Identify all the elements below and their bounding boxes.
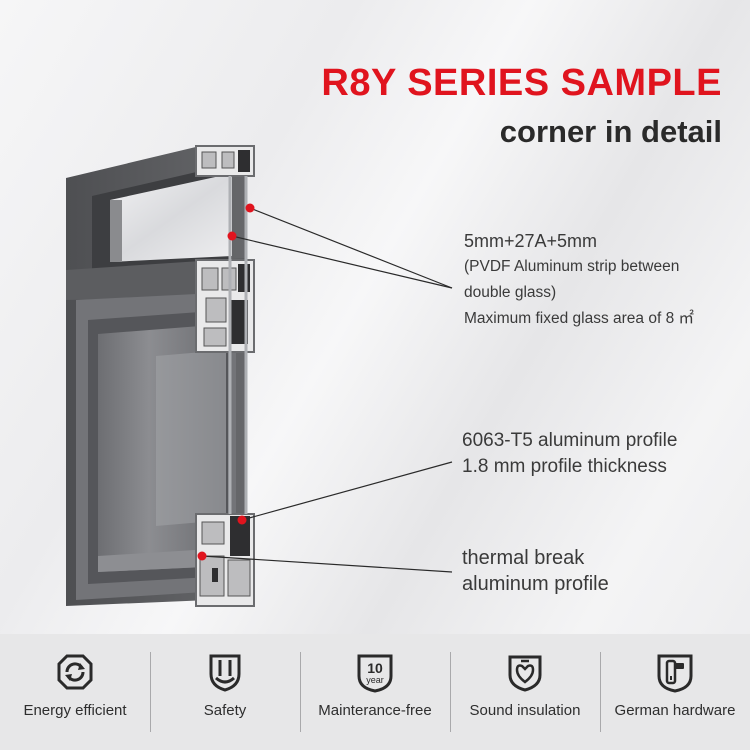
top-glass: [110, 176, 232, 262]
feature-german-hardware: German hardware: [600, 634, 750, 750]
bottom-profile-section: [195, 513, 255, 607]
leader-lines: [201, 207, 453, 573]
top-profile-section: [195, 145, 255, 177]
thermal-line1: thermal break: [462, 547, 585, 569]
safety-shield-icon: [209, 654, 241, 692]
glass-callout: 5mm+27A+5mm (PVDF Aluminum strip between…: [464, 228, 694, 332]
glass-marker-1: [245, 203, 255, 213]
feature-bar: Energy efficient Safety 10 year Maintera…: [0, 634, 750, 750]
feature-safety: Safety: [150, 634, 300, 750]
window-corner-illustration: [66, 145, 453, 607]
energy-efficient-icon: [57, 654, 93, 690]
feature-maintenance-free: 10 year Mainterance-free: [300, 634, 450, 750]
glass-marker-2: [227, 231, 237, 241]
profile-thickness: 1.8 mm profile thickness: [462, 456, 667, 477]
badge-unit: year: [366, 675, 384, 685]
glass-area-note: Maximum fixed glass area of 8 ㎡: [464, 310, 695, 327]
page-title: R8Y SERIES SAMPLE: [321, 62, 722, 104]
callout-markers: [197, 203, 255, 561]
profile-marker: [237, 515, 247, 525]
sound-insulation-icon: [508, 655, 542, 692]
feature-label: Energy efficient: [23, 702, 127, 719]
glass-strip-note: (PVDF Aluminum strip between: [464, 258, 680, 275]
page-subtitle: corner in detail: [499, 114, 722, 149]
german-hardware-icon: [657, 654, 693, 693]
thermal-callout: thermal break aluminum profile: [462, 545, 609, 597]
badge-number: 10: [367, 660, 383, 676]
profile-callout: 6063-T5 aluminum profile 1.8 mm profile …: [462, 428, 677, 480]
feature-label: German hardware: [614, 702, 736, 719]
feature-label: Safety: [203, 702, 247, 719]
thermal-marker: [197, 551, 207, 561]
feature-sound-insulation: Sound insulation: [450, 634, 600, 750]
profile-alloy: 6063-T5 aluminum profile: [462, 430, 678, 451]
thermal-line2: aluminum profile: [462, 573, 609, 595]
feature-label: Mainterance-free: [318, 702, 432, 719]
feature-energy-efficient: Energy efficient: [0, 634, 150, 750]
ten-year-icon: 10 year: [357, 654, 393, 693]
glass-strip-note-cont: double glass): [464, 284, 557, 301]
feature-label: Sound insulation: [469, 702, 581, 719]
glass-spec: 5mm+27A+5mm: [464, 231, 598, 251]
